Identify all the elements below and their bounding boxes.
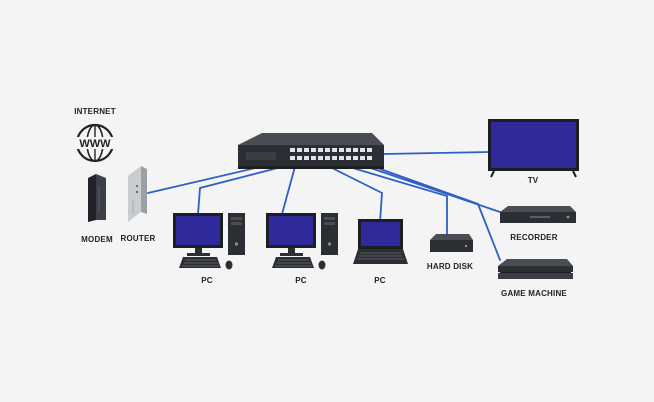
pc-2	[266, 213, 338, 270]
game-machine-icon	[498, 259, 573, 279]
cable-hdd-switch	[335, 162, 448, 235]
label-pc-2: PC	[295, 276, 307, 285]
cables	[147, 151, 501, 261]
tv-icon	[488, 119, 579, 178]
modem-icon	[88, 174, 106, 222]
label-router: ROUTER	[120, 234, 156, 243]
label-game-machine: GAME MACHINE	[501, 289, 567, 298]
network-switch	[238, 133, 384, 169]
cable-pc3-switch	[321, 162, 383, 223]
monitor-icon	[173, 213, 223, 256]
label-internet: INTERNET	[74, 107, 116, 116]
label-tv: TV	[527, 176, 539, 185]
recorder-icon	[500, 206, 576, 223]
cable-tv-switch	[382, 151, 491, 155]
laptop-icon	[353, 219, 408, 264]
tower-icon	[228, 213, 245, 255]
www-text: WWW	[79, 138, 111, 150]
label-recorder: RECORDER	[510, 233, 558, 242]
router-icon	[128, 166, 147, 222]
keyboard-icon	[272, 257, 314, 268]
pc-1	[173, 213, 245, 270]
label-pc-1: PC	[201, 276, 213, 285]
mouse-icon	[318, 260, 326, 270]
hard-disk-icon	[430, 234, 473, 252]
tower-icon	[321, 213, 338, 255]
monitor-icon	[266, 213, 316, 256]
cable-game-switch	[357, 160, 501, 261]
cable-pc2-switch	[281, 162, 297, 215]
keyboard-icon	[179, 257, 221, 268]
cable-pc1-switch	[197, 162, 298, 215]
label-hard-disk: HARD DISK	[426, 262, 474, 271]
label-modem: MODEM	[81, 235, 113, 244]
mouse-icon	[225, 260, 233, 270]
globe-icon: WWW	[74, 123, 116, 163]
label-pc-3: PC	[374, 276, 386, 285]
